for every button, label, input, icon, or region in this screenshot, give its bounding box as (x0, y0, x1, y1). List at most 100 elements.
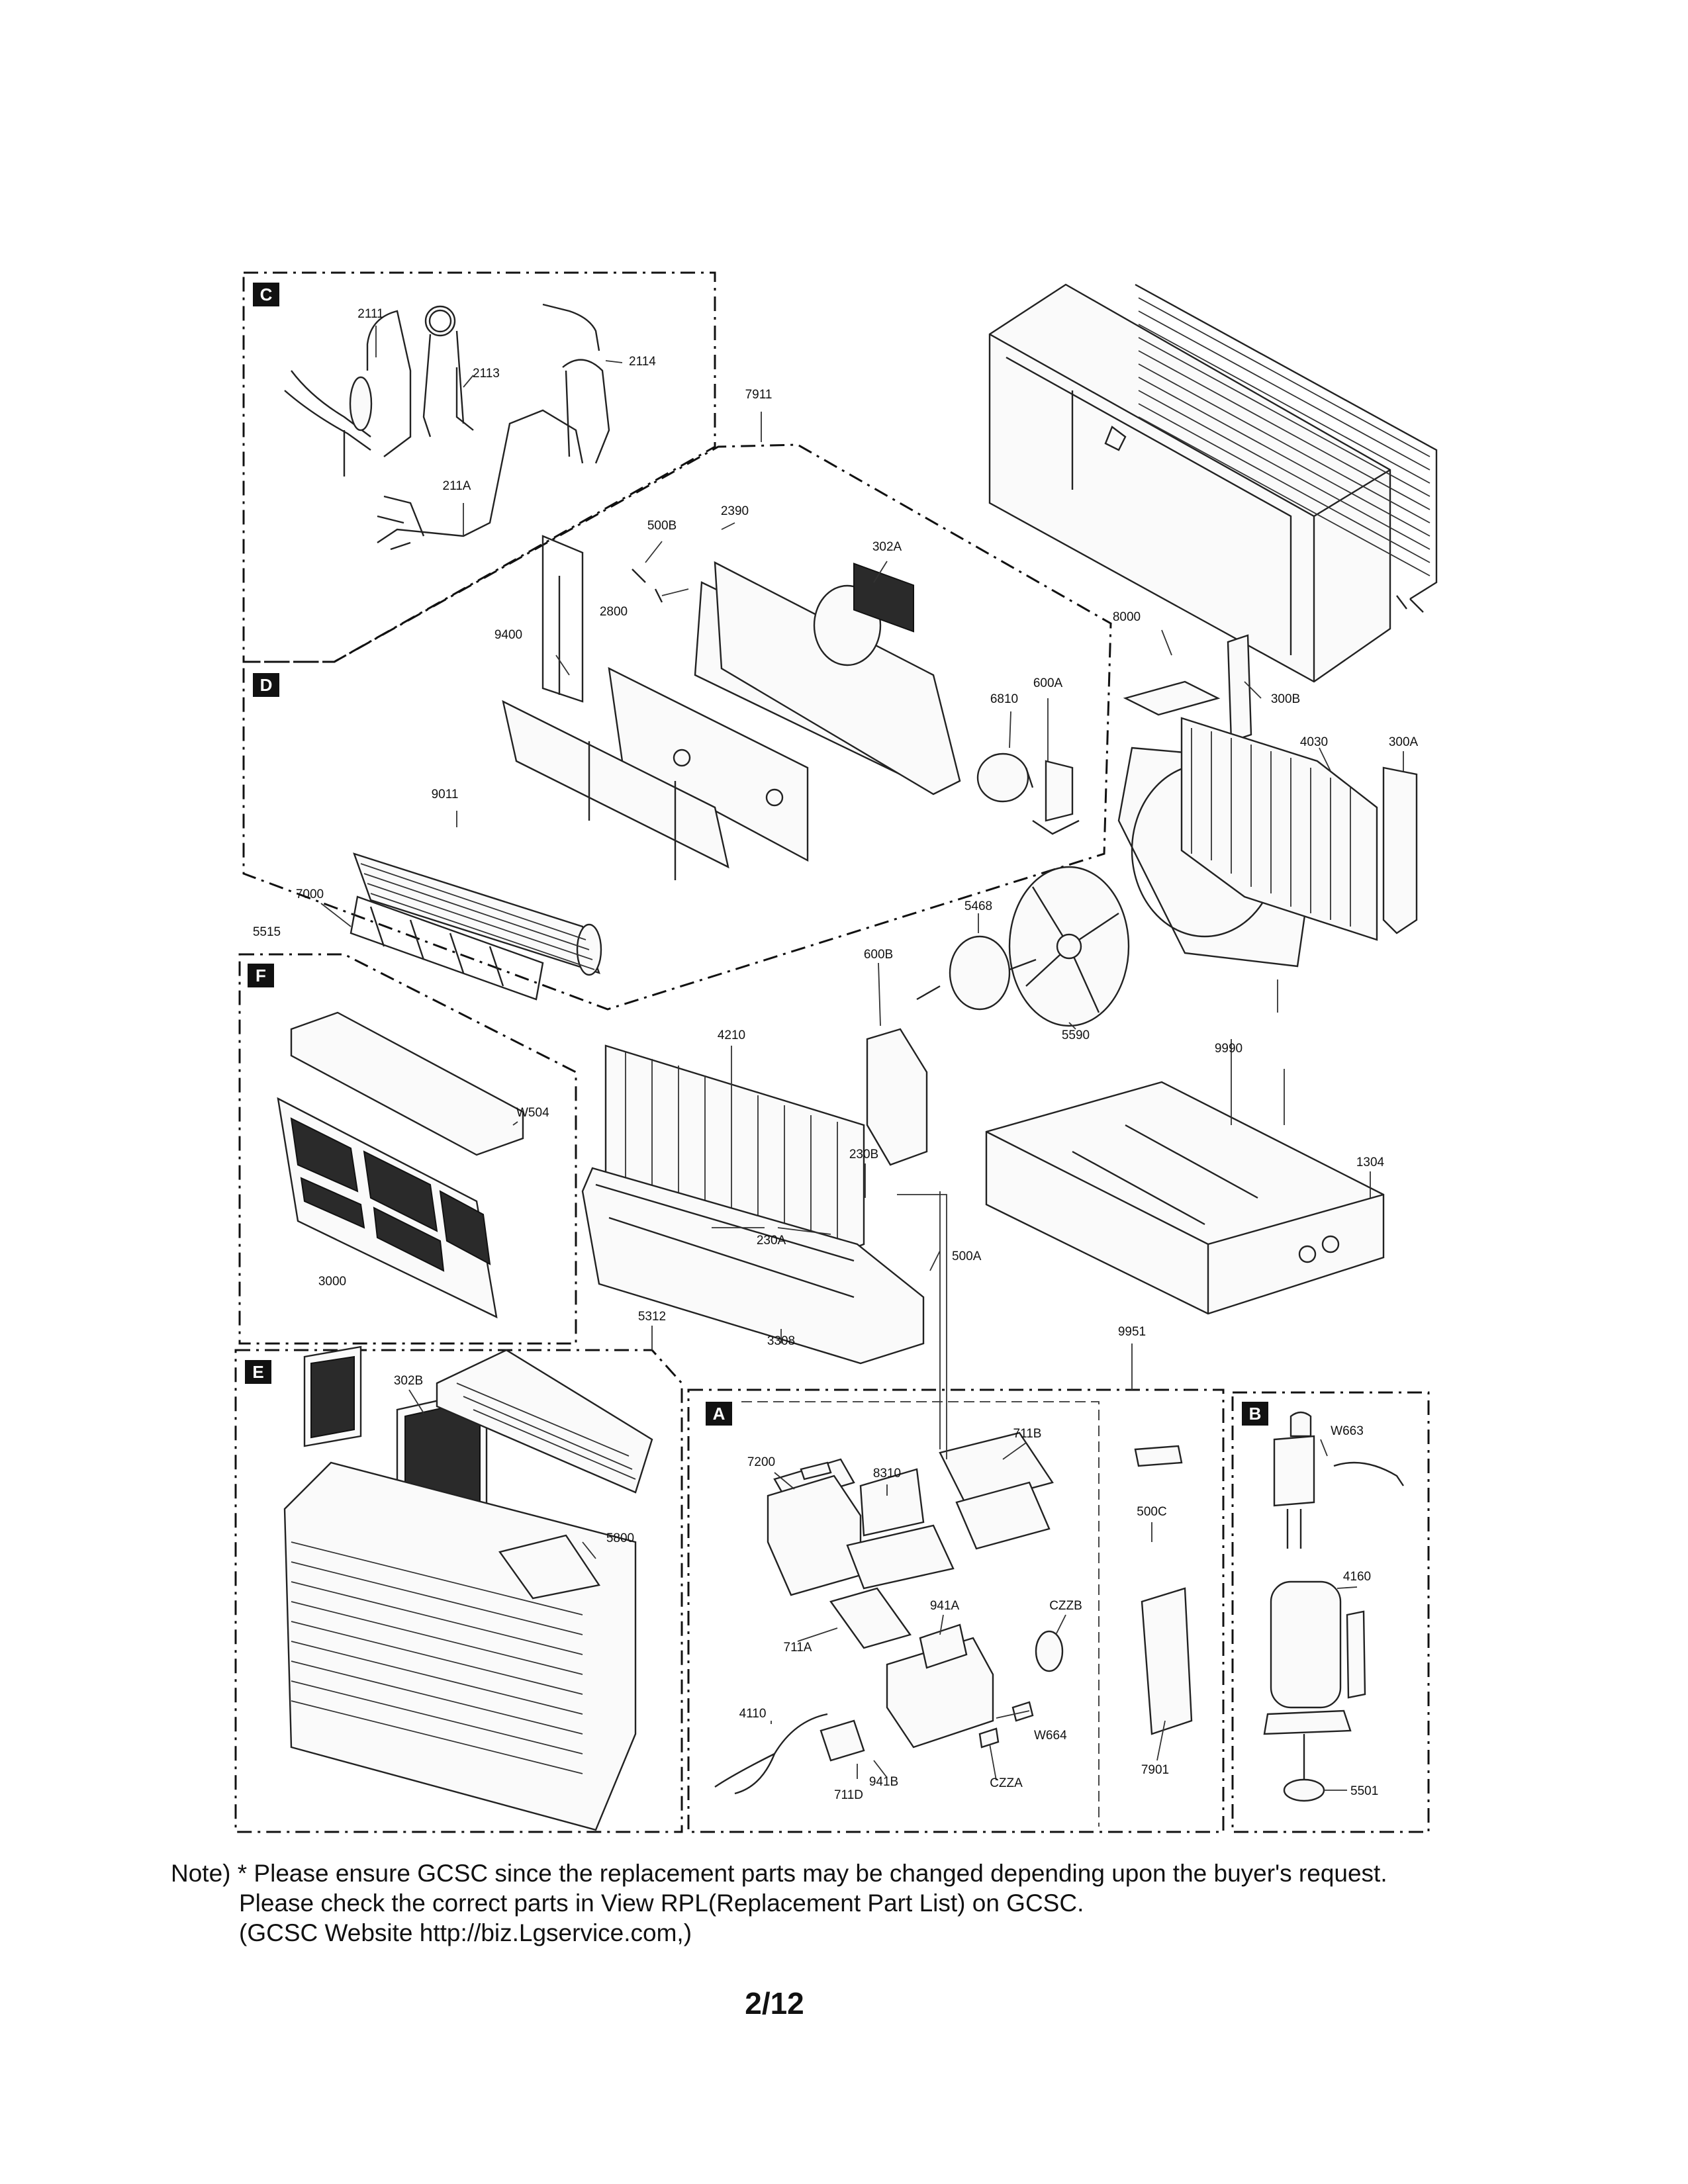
section-e-badge: E (245, 1360, 271, 1384)
part-label: 5800 (606, 1531, 634, 1545)
section-a-border (687, 1388, 1225, 1833)
section-badges: C D F E A B (245, 283, 1268, 1426)
part-label: 9951 (1118, 1325, 1146, 1339)
condenser-coil-4030 (1180, 717, 1378, 941)
part-label: 500C (1137, 1505, 1166, 1519)
part-label: W504 (516, 1106, 549, 1120)
drain-pan-3308 (581, 1167, 925, 1365)
part-label: CZZA (990, 1776, 1023, 1790)
fan-5590 (1008, 866, 1130, 1027)
small-filter-302a (853, 563, 914, 633)
part-label: 500B (647, 519, 677, 533)
section-a-badge: A (706, 1402, 732, 1426)
part-label: 302A (872, 540, 902, 554)
fan-motor-5468 (916, 935, 1037, 1011)
base-pan-1304 (985, 1081, 1385, 1315)
part-label: 7911 (745, 388, 773, 402)
part-label: 3308 (767, 1334, 795, 1348)
page-number: 2/12 (745, 1986, 804, 2021)
refrigerant-pipes (284, 303, 610, 551)
part-label: 2111 (357, 307, 383, 321)
section-c-letter: C (260, 285, 273, 304)
section-e-letter: E (252, 1362, 263, 1382)
part-label: 600B (864, 948, 893, 962)
replacement-note: Note) * Please ensure GCSC since the rep… (171, 1858, 1387, 1948)
part-label: 7200 (747, 1455, 775, 1469)
part-label: 300B (1271, 692, 1300, 706)
part-label: 711A (784, 1641, 812, 1655)
part-labels: 2111 2113 2114 211A 7911 500B 2390 302A … (253, 307, 1419, 1802)
compressor-4160 (1263, 1411, 1404, 1802)
front-grille (283, 1345, 653, 1831)
part-label: 8310 (873, 1467, 901, 1480)
part-label: 230A (757, 1234, 786, 1248)
part-label: 941A (930, 1599, 960, 1613)
section-c-badge: C (253, 283, 279, 306)
part-label: 230B (849, 1148, 878, 1161)
part-label: 7000 (296, 887, 324, 901)
part-label: 4210 (718, 1028, 745, 1042)
rear-grille (1135, 283, 1438, 600)
part-label: 9011 (432, 788, 459, 801)
part-label: 302B (394, 1374, 423, 1388)
control-panel-3000 (277, 1011, 524, 1319)
part-label: 500A (952, 1250, 982, 1263)
section-borders (234, 271, 1430, 1833)
section-d-badge: D (253, 673, 279, 697)
part-label: 600A (1033, 676, 1063, 690)
part-label: 9990 (1215, 1042, 1243, 1056)
part-label: 1304 (1356, 1156, 1385, 1169)
note-line-3: (GCSC Website http://biz.Lgservice.com,) (239, 1919, 692, 1946)
electrical-box (714, 1432, 1193, 1795)
bracket-600b (866, 1028, 928, 1166)
part-label: 5590 (1062, 1028, 1090, 1042)
part-label: 5501 (1350, 1784, 1378, 1798)
section-b-border (1231, 1391, 1430, 1833)
outer-case (988, 283, 1438, 683)
part-label: W664 (1034, 1729, 1067, 1743)
bracket-300a (1382, 766, 1418, 934)
part-drawings (277, 283, 1438, 1831)
section-f-letter: F (256, 966, 266, 985)
section-c-border (242, 271, 716, 663)
part-label: 2390 (721, 504, 749, 518)
note-line-2: Please check the correct parts in View R… (239, 1889, 1084, 1917)
motor-6810 (976, 752, 1080, 835)
note-line-1: Note) * Please ensure GCSC since the rep… (171, 1860, 1387, 1887)
section-b-badge: B (1242, 1402, 1268, 1426)
part-label: 8000 (1113, 610, 1141, 624)
section-d-border (242, 443, 1112, 1011)
part-label: 4160 (1343, 1570, 1371, 1584)
part-label: 2113 (473, 367, 500, 381)
part-label: 3000 (318, 1275, 346, 1289)
part-label: 4030 (1300, 735, 1328, 749)
part-label: 2800 (600, 605, 628, 619)
blower-wheel (353, 852, 602, 976)
part-label: 5515 (253, 925, 281, 939)
part-label: 4110 (739, 1707, 767, 1721)
section-b-letter: B (1249, 1404, 1262, 1424)
section-a-letter: A (713, 1404, 726, 1424)
part-label: W663 (1331, 1424, 1364, 1438)
part-label: 9400 (494, 628, 522, 642)
section-a-inner-border (741, 1401, 1100, 1827)
part-label: 5312 (638, 1310, 666, 1324)
bracket-8000 (1123, 680, 1221, 716)
section-e-border (234, 1349, 683, 1833)
part-label: 5468 (964, 899, 992, 913)
section-f-badge: F (248, 964, 274, 987)
part-label: 2114 (629, 355, 656, 369)
part-label: 711B (1013, 1427, 1042, 1441)
part-label: 711D (834, 1788, 863, 1802)
part-label: 7901 (1141, 1763, 1169, 1777)
blower-housing (502, 535, 961, 880)
part-label: 211A (443, 479, 471, 493)
leader-lines (320, 326, 1404, 1791)
section-d-letter: D (260, 675, 273, 695)
guard-7000 (350, 895, 544, 1001)
part-label: 941B (869, 1775, 898, 1789)
part-label: 6810 (990, 692, 1018, 706)
section-f-border (238, 953, 577, 1345)
bracket-300b (1227, 634, 1252, 743)
